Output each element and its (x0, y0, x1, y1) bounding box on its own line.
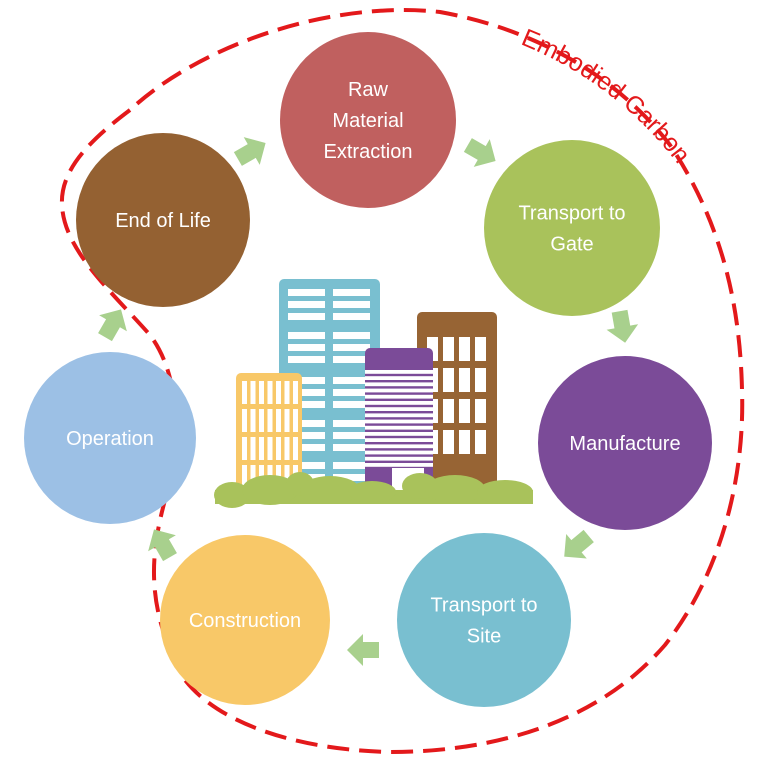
buildings-illustration (214, 279, 533, 508)
embodied-carbon-boundary (59, 8, 745, 755)
flow-arrow-icon (233, 137, 266, 166)
stage-circle (484, 140, 660, 316)
stage-manufacture: Manufacture (538, 356, 712, 530)
stage-circle (76, 133, 250, 307)
flow-arrow-icon (606, 309, 639, 343)
stage-circle (538, 356, 712, 530)
stage-construction: Construction (160, 535, 330, 705)
stage-label: Material (332, 110, 403, 132)
flow-arrow-icon (148, 529, 177, 562)
stage-transport-to-gate: Transport to Gate (484, 140, 660, 316)
stage-label: Operation (66, 428, 154, 450)
stage-label: Raw (348, 79, 389, 101)
blue-building (279, 279, 380, 494)
flow-arrow-icon (98, 309, 127, 342)
stage-circle (24, 352, 196, 524)
stage-end-of-life: End of Life (76, 133, 250, 307)
stage-circle (397, 533, 571, 707)
stage-label: Construction (189, 610, 301, 632)
stage-label: Site (467, 626, 501, 648)
flow-arrow-icon (347, 634, 379, 666)
yellow-building (236, 373, 302, 498)
stage-operation: Operation (24, 352, 196, 524)
stage-label: Manufacture (569, 433, 680, 455)
flow-arrow-icon (463, 138, 496, 167)
stage-label: End of Life (115, 210, 211, 232)
stage-label: Transport to (518, 203, 625, 225)
stage-transport-to-site: Transport to Site (397, 533, 571, 707)
stage-circle (160, 535, 330, 705)
flow-arrow-icon (564, 529, 594, 559)
purple-building (365, 348, 433, 498)
stage-circle (280, 32, 456, 208)
stage-label: Transport to (430, 595, 537, 617)
stage-label: Gate (550, 234, 593, 256)
bushes (214, 472, 533, 508)
stage-label: Extraction (324, 141, 413, 163)
brown-building (417, 312, 497, 497)
